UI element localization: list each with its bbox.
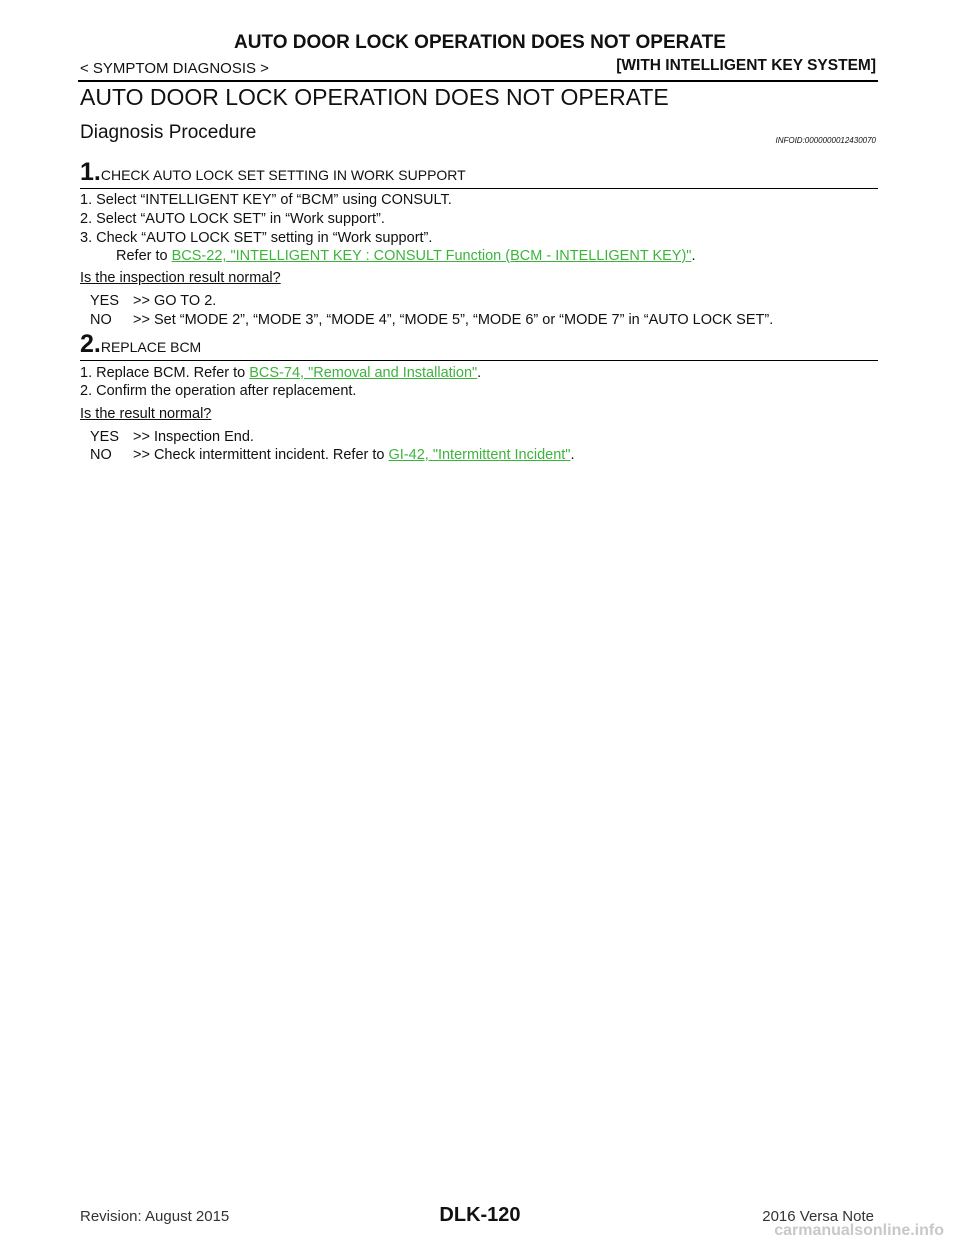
step-1-question: Is the inspection result normal? bbox=[80, 270, 281, 286]
step-2-yes-label: YES bbox=[90, 429, 120, 445]
step-title: CHECK AUTO LOCK SET SETTING IN WORK SUPP… bbox=[100, 167, 466, 183]
header-system: [WITH INTELLIGENT KEY SYSTEM] bbox=[616, 57, 876, 74]
watermark: carmanualsonline.info bbox=[774, 1222, 944, 1239]
step-1-no-text: >> Set “MODE 2”, “MODE 3”, “MODE 4”, “MO… bbox=[133, 312, 774, 328]
step-1-line-2: 2. Select “AUTO LOCK SET” in “Work suppo… bbox=[80, 211, 385, 227]
step-1-no-label: NO bbox=[90, 312, 112, 328]
step-2-heading: 2.REPLACE BCM bbox=[80, 330, 201, 359]
step-1-divider bbox=[80, 188, 878, 189]
step-2-question: Is the result normal? bbox=[80, 406, 212, 422]
info-id: INFOID:0000000012430070 bbox=[775, 136, 876, 145]
bcs-74-link[interactable]: BCS-74, "Removal and Installation" bbox=[249, 365, 478, 381]
step-2-line-1: 1. Replace BCM. Refer to BCS-74, "Remova… bbox=[80, 365, 482, 381]
step-2-yes-text: >> Inspection End. bbox=[133, 429, 254, 445]
section-title: AUTO DOOR LOCK OPERATION DOES NOT OPERAT… bbox=[80, 84, 669, 110]
step-2-divider bbox=[80, 360, 878, 361]
page-number: DLK-120 bbox=[439, 1204, 521, 1226]
step-number: 1. bbox=[80, 158, 101, 186]
diagnosis-procedure-heading: Diagnosis Procedure bbox=[80, 122, 257, 143]
vehicle-model: 2016 Versa Note bbox=[762, 1208, 874, 1225]
step-2-no-text: >> Check intermittent incident. Refer to… bbox=[133, 447, 575, 463]
step-2-line-2: 2. Confirm the operation after replaceme… bbox=[80, 383, 357, 399]
step-number: 2. bbox=[80, 330, 101, 358]
step-1-line-1: 1. Select “INTELLIGENT KEY” of “BCM” usi… bbox=[80, 192, 452, 208]
step-1-yes-label: YES bbox=[90, 293, 120, 309]
header-category: < SYMPTOM DIAGNOSIS > bbox=[80, 60, 269, 77]
page-header-title: AUTO DOOR LOCK OPERATION DOES NOT OPERAT… bbox=[234, 32, 726, 53]
step-1-reference: Refer to BCS-22, "INTELLIGENT KEY : CONS… bbox=[116, 248, 696, 264]
gi-42-link[interactable]: GI-42, "Intermittent Incident" bbox=[388, 447, 571, 463]
header-divider bbox=[78, 80, 878, 82]
step-1-yes-text: >> GO TO 2. bbox=[133, 293, 217, 309]
step-2-no-label: NO bbox=[90, 447, 112, 463]
step-1-line-3: 3. Check “AUTO LOCK SET” setting in “Wor… bbox=[80, 230, 433, 246]
revision-date: Revision: August 2015 bbox=[80, 1208, 230, 1225]
step-1-heading: 1.CHECK AUTO LOCK SET SETTING IN WORK SU… bbox=[80, 158, 466, 187]
step-title: REPLACE BCM bbox=[100, 339, 202, 355]
bcs-22-link[interactable]: BCS-22, "INTELLIGENT KEY : CONSULT Funct… bbox=[171, 248, 692, 264]
